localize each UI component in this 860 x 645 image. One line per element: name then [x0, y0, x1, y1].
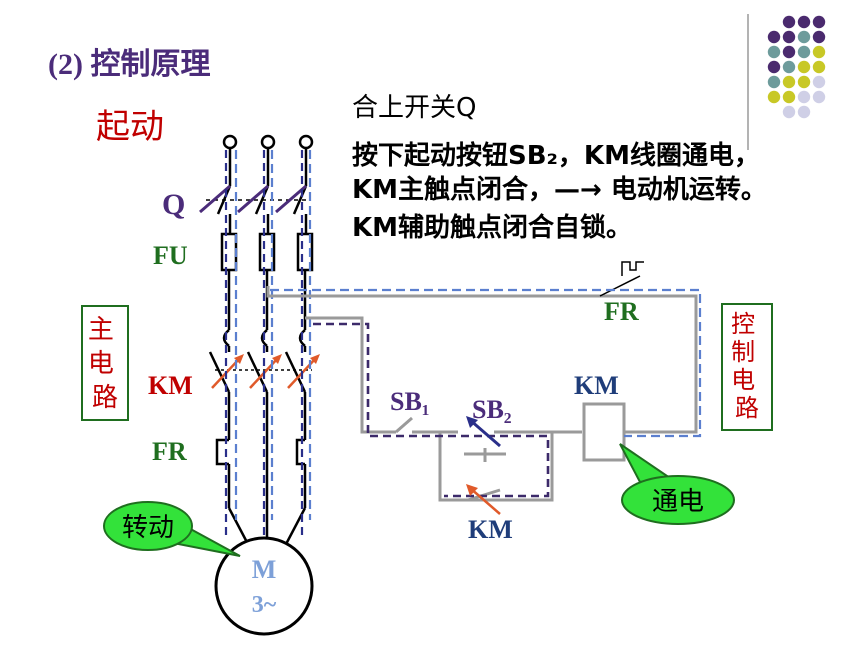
motor-symbol	[214, 536, 314, 636]
motor-phase-label: 3~	[252, 592, 277, 618]
switch-q-label: Q	[162, 188, 185, 221]
motor-label: M	[252, 555, 277, 584]
main-current-path	[224, 150, 312, 545]
supply-terminals	[222, 134, 314, 150]
description-line-2: 按下起动按钮SB₂，KM线圈通电，	[352, 140, 760, 171]
section-heading: (2) 控制原理	[48, 48, 210, 81]
decorative-dot	[797, 90, 811, 104]
decorative-dot-grid	[767, 15, 826, 119]
fr-main-label: FR	[152, 437, 187, 466]
fr-control-label: FR	[604, 297, 639, 326]
decorative-dot	[797, 60, 811, 74]
control-circuit-label: 控 制 电 路	[731, 310, 763, 422]
decorative-dot	[782, 45, 796, 59]
km-coil	[582, 402, 626, 462]
decorative-dot	[782, 30, 796, 44]
decorative-dot	[767, 45, 781, 59]
fuse-label: FU	[153, 241, 188, 270]
decorative-dot	[782, 60, 796, 74]
decorative-dot	[782, 105, 796, 119]
decorative-dot	[812, 45, 826, 59]
main-circuit-label: 主 电 路	[88, 315, 122, 413]
description-line-3: KM主触点闭合，—→ 电动机运转。	[352, 174, 767, 205]
decorative-dot	[812, 90, 826, 104]
decorative-dot	[797, 30, 811, 44]
km-aux-label: KM	[468, 515, 513, 544]
description-line-4: KM辅助触点闭合自锁。	[352, 212, 632, 243]
decorative-dot	[812, 60, 826, 74]
control-wiring	[266, 286, 698, 502]
sb2-label: SB₂	[472, 395, 512, 424]
decorative-dot	[812, 30, 826, 44]
decorative-dot	[812, 75, 826, 89]
switch-q-actuators	[199, 184, 307, 214]
decorative-dot	[782, 75, 796, 89]
decorative-dot	[767, 90, 781, 104]
control-circuit-box	[721, 303, 773, 431]
decorative-dot	[767, 60, 781, 74]
callout-energized-text: 通电	[652, 487, 704, 517]
decorative-dot	[797, 105, 811, 119]
km-aux-arrow	[469, 487, 501, 515]
decorative-dot	[797, 75, 811, 89]
decorative-dot	[797, 45, 811, 59]
decorative-dot	[797, 15, 811, 29]
main-circuit-box	[81, 305, 129, 421]
fr-control-contact	[599, 261, 644, 297]
decorative-dot	[767, 75, 781, 89]
callout-running-text: 转动	[122, 513, 174, 543]
callout-energized: 通电	[619, 443, 735, 525]
km-main-label: KM	[148, 371, 193, 400]
decorative-dot	[782, 90, 796, 104]
sb1-label: SB₁	[390, 387, 430, 416]
subheading-start: 起动	[96, 107, 164, 147]
control-current-path-blue	[270, 288, 702, 438]
decorative-dot	[767, 30, 781, 44]
km-coil-label: KM	[574, 371, 619, 400]
sb2-press-arrow	[469, 418, 501, 448]
decorative-dot	[812, 15, 826, 29]
control-current-path-purple	[313, 322, 550, 498]
callout-running: 转动	[103, 501, 241, 557]
km-main-arrows	[211, 354, 320, 389]
decorative-dot	[782, 15, 796, 29]
description-line-1: 合上开关Q	[352, 93, 476, 123]
